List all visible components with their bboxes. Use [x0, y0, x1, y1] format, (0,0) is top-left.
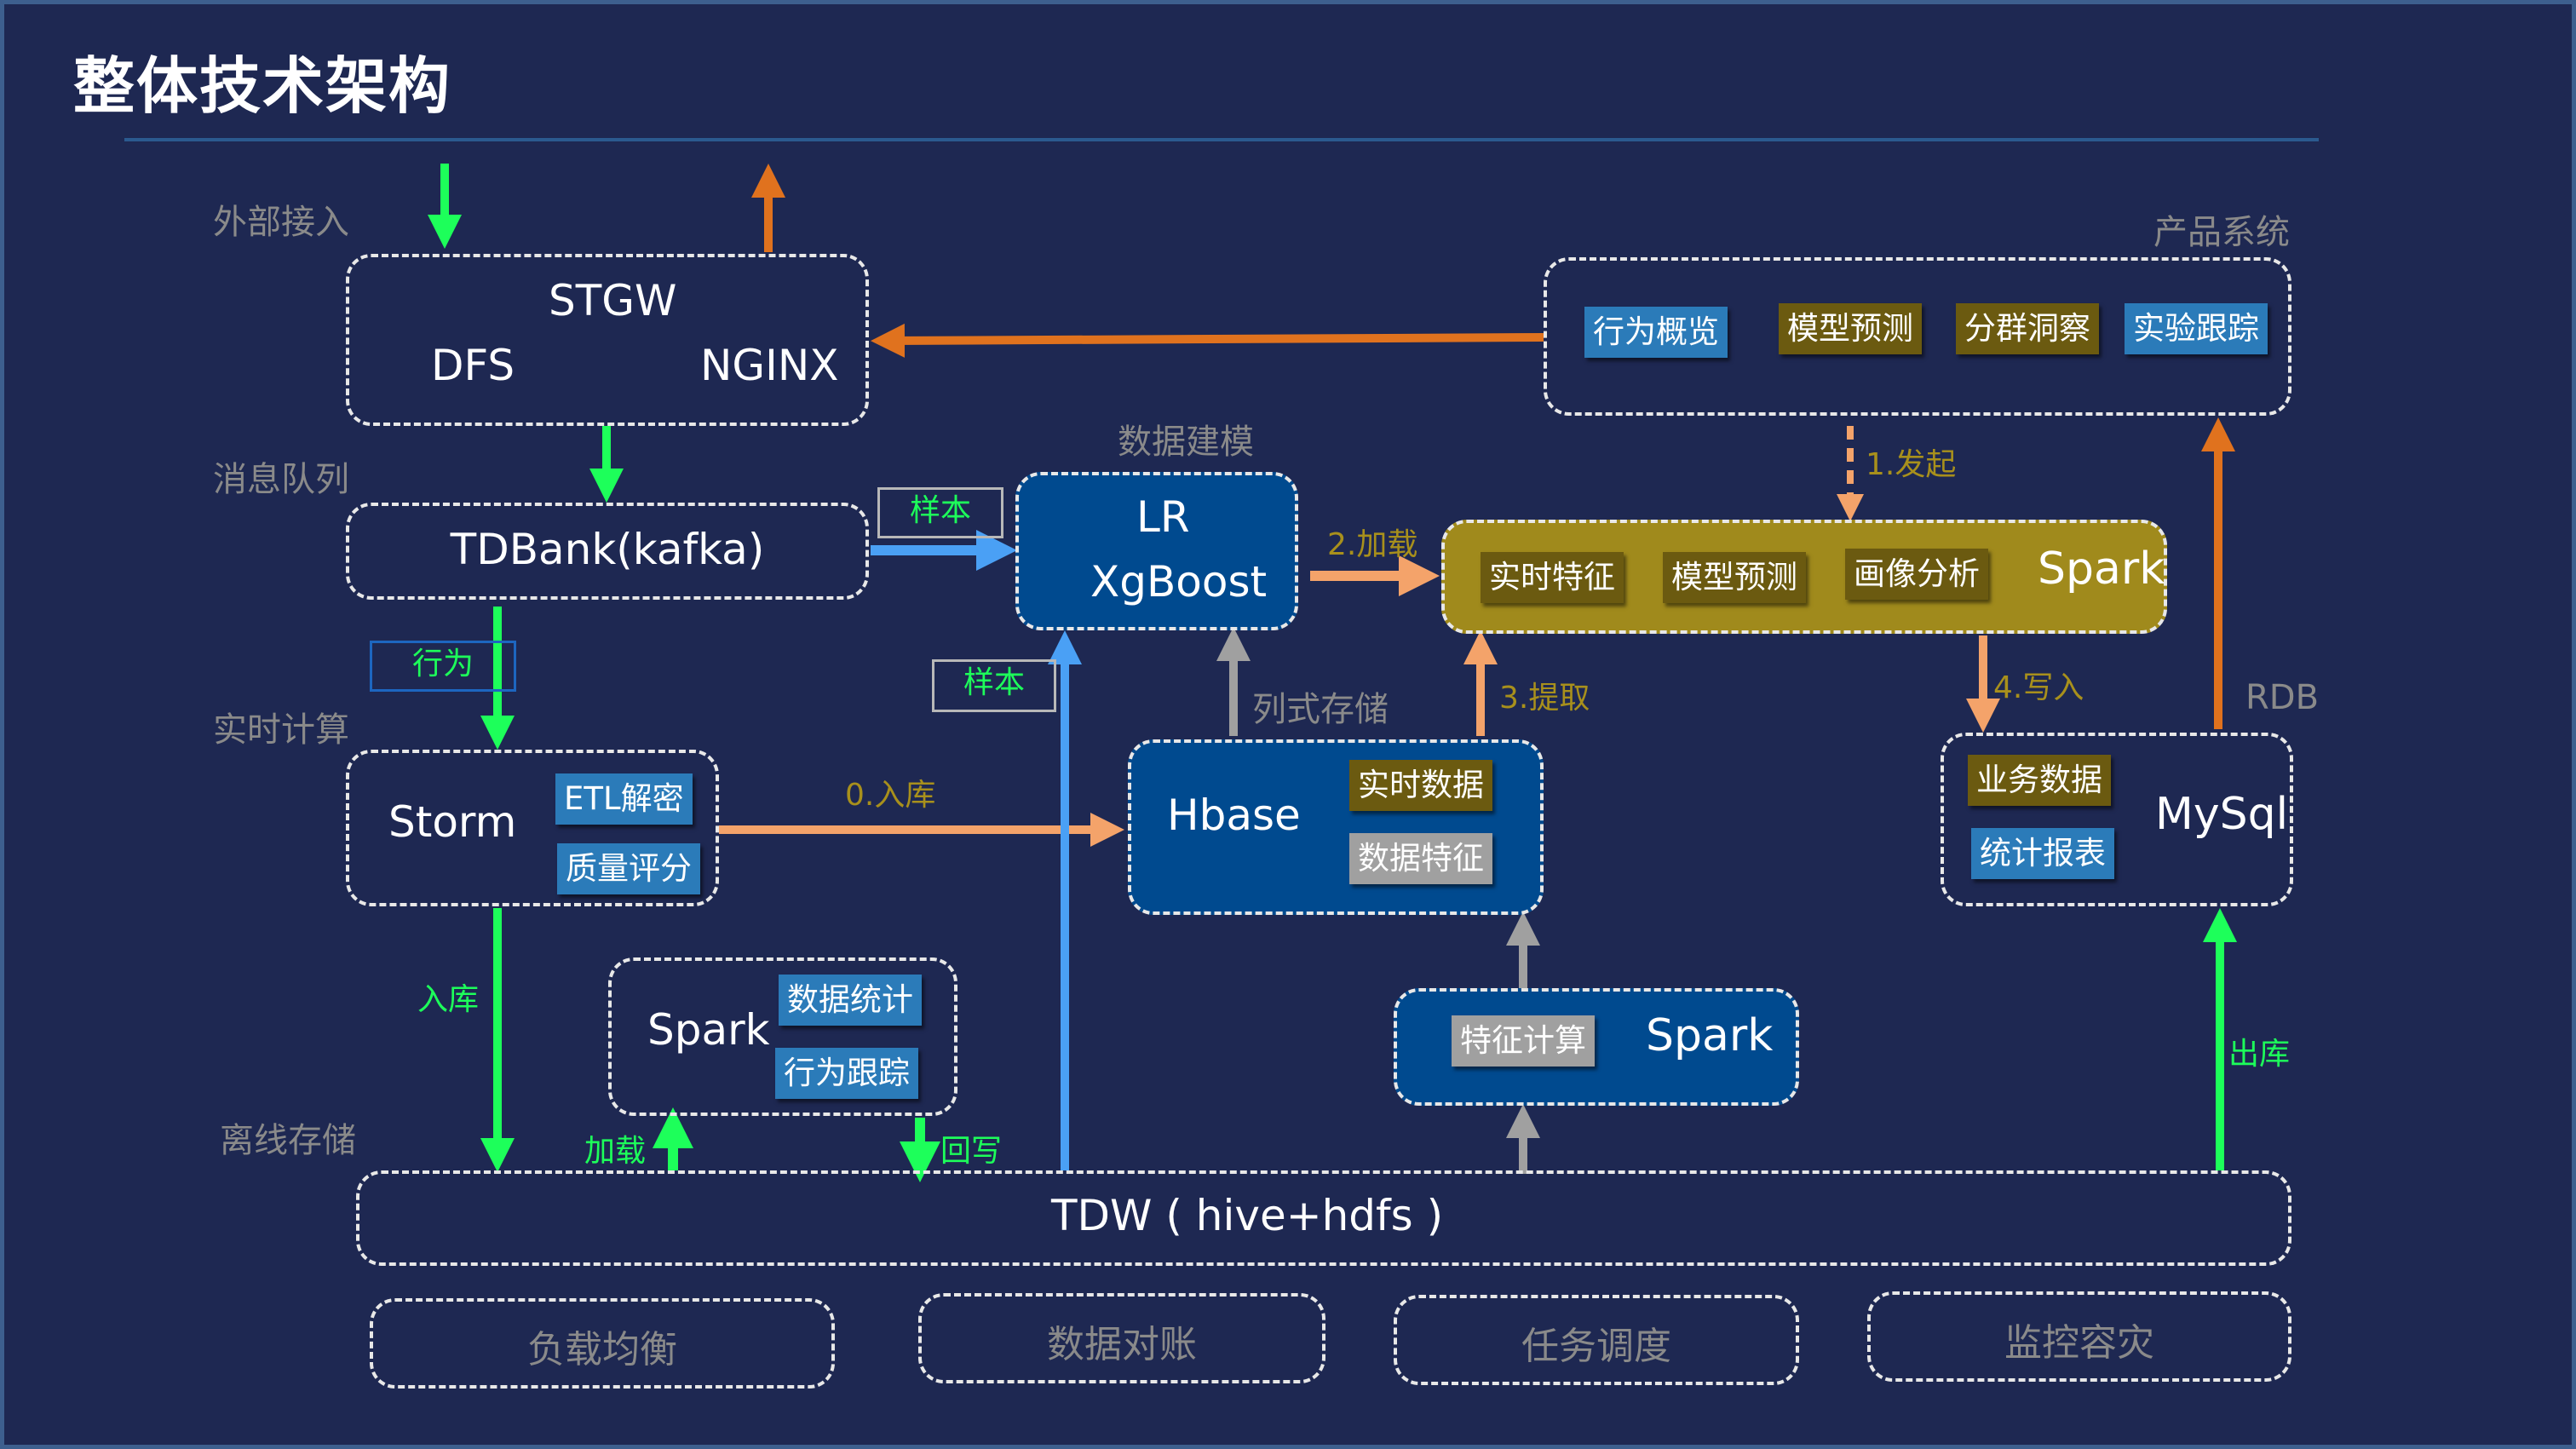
mysql-label: MySql — [2155, 789, 2289, 840]
layer-label-offline: 离线存储 — [220, 1121, 356, 1160]
infra-reconciliation[interactable]: 数据对账 — [918, 1293, 1325, 1383]
spark-online-tag-realtime-feature: 实时特征 — [1481, 552, 1624, 603]
edge-label-extract3: 3.提取 — [1499, 681, 1590, 716]
layer-label-mq: 消息队列 — [213, 460, 349, 499]
tdbank-box[interactable]: TDBank(kafka) — [346, 503, 869, 600]
model-box[interactable]: LR XgBoost — [1015, 472, 1298, 630]
product-tag-model-predict[interactable]: 模型预测 — [1779, 303, 1922, 354]
spark-online-tag-model-predict: 模型预测 — [1663, 552, 1806, 603]
spark-offline-box[interactable]: Spark 数据统计 行为跟踪 — [608, 957, 957, 1116]
tdbank-label: TDBank(kafka) — [450, 525, 765, 574]
spark-online-box[interactable]: 实时特征 模型预测 画像分析 Spark — [1441, 520, 2167, 634]
storm-box[interactable]: Storm ETL解密 质量评分 — [346, 750, 719, 906]
infra-label: 监控容灾 — [2004, 1321, 2154, 1365]
spark-offline-tag-stats: 数据统计 — [779, 975, 922, 1026]
product-tag-behavior-overview[interactable]: 行为概览 — [1584, 307, 1728, 358]
edge-label-load: 加载 — [584, 1134, 647, 1169]
edge-label-load2: 2.加载 — [1327, 527, 1418, 562]
edge-label-ingest0: 0.入库 — [845, 778, 936, 813]
hbase-tag-data-feature: 数据特征 — [1349, 833, 1492, 884]
mysql-tag-business-data: 业务数据 — [1968, 755, 2111, 806]
edge-label-ingest: 入库 — [417, 982, 480, 1017]
edge-label-initiate1: 1.发起 — [1866, 447, 1957, 482]
storm-tag-quality: 质量评分 — [557, 843, 700, 894]
model-xgboost: XgBoost — [1090, 557, 1268, 607]
hbase-tag-realtime-data: 实时数据 — [1349, 760, 1492, 811]
layer-label-external: 外部接入 — [213, 203, 349, 242]
product-system-box[interactable]: 行为概览 模型预测 分群洞察 实验跟踪 — [1544, 257, 2291, 416]
gateway-nginx: NGINX — [700, 341, 839, 390]
edge-label-behavior: 行为 — [370, 641, 516, 692]
spark-online-label: Spark — [2038, 543, 2165, 595]
gateway-box[interactable]: STGW DFS NGINX — [346, 254, 869, 426]
edge-label-writeback: 回写 — [940, 1134, 1003, 1169]
layer-label-rdb: RDB — [2245, 678, 2320, 717]
gateway-dfs: DFS — [431, 341, 515, 390]
layer-label-columnar: 列式存储 — [1252, 690, 1389, 729]
gateway-stgw: STGW — [549, 276, 677, 325]
spark-online-tag-profile-analysis: 画像分析 — [1845, 549, 1988, 600]
edge-label-sample-2: 样本 — [932, 659, 1056, 712]
product-tag-cluster-insight[interactable]: 分群洞察 — [1956, 303, 2099, 354]
layer-label-product: 产品系统 — [2153, 213, 2290, 252]
arrow-product-to-gateway — [871, 323, 1544, 358]
layer-label-modeling: 数据建模 — [1118, 423, 1254, 462]
storm-label: Storm — [388, 797, 517, 847]
edge-label-export: 出库 — [2228, 1037, 2291, 1072]
storm-tag-etl: ETL解密 — [555, 773, 693, 825]
mysql-box[interactable]: 业务数据 统计报表 MySql — [1941, 733, 2293, 906]
page-title: 整体技术架构 — [73, 50, 452, 122]
spark-feature-label: Spark — [1646, 1010, 1774, 1061]
infra-load-balance[interactable]: 负载均衡 — [370, 1298, 835, 1389]
infra-scheduling[interactable]: 任务调度 — [1394, 1295, 1799, 1385]
edge-label-write4: 4.写入 — [1993, 670, 2084, 705]
layer-label-realtime: 实时计算 — [213, 710, 349, 750]
mysql-tag-stat-report: 统计报表 — [1971, 828, 2114, 879]
infra-monitoring[interactable]: 监控容灾 — [1867, 1291, 2291, 1382]
tdw-box[interactable]: TDW ( hive+hdfs ) — [356, 1170, 2291, 1266]
title-divider — [124, 138, 2319, 141]
product-tag-experiment-tracking[interactable]: 实验跟踪 — [2125, 303, 2268, 354]
edge-label-sample-1: 样本 — [877, 487, 1003, 538]
hbase-box[interactable]: Hbase 实时数据 数据特征 — [1128, 739, 1544, 915]
tdw-label: TDW ( hive+hdfs ) — [1051, 1191, 1444, 1240]
hbase-label: Hbase — [1167, 791, 1301, 840]
spark-offline-tag-behavior-track: 行为跟踪 — [775, 1048, 918, 1099]
infra-label: 负载均衡 — [527, 1328, 677, 1371]
spark-offline-label: Spark — [647, 1005, 770, 1055]
spark-feature-box[interactable]: 特征计算 Spark — [1394, 988, 1799, 1106]
infra-label: 数据对账 — [1047, 1323, 1197, 1366]
spark-feature-tag: 特征计算 — [1452, 1015, 1595, 1067]
model-lr: LR — [1136, 492, 1190, 542]
infra-label: 任务调度 — [1521, 1325, 1671, 1368]
